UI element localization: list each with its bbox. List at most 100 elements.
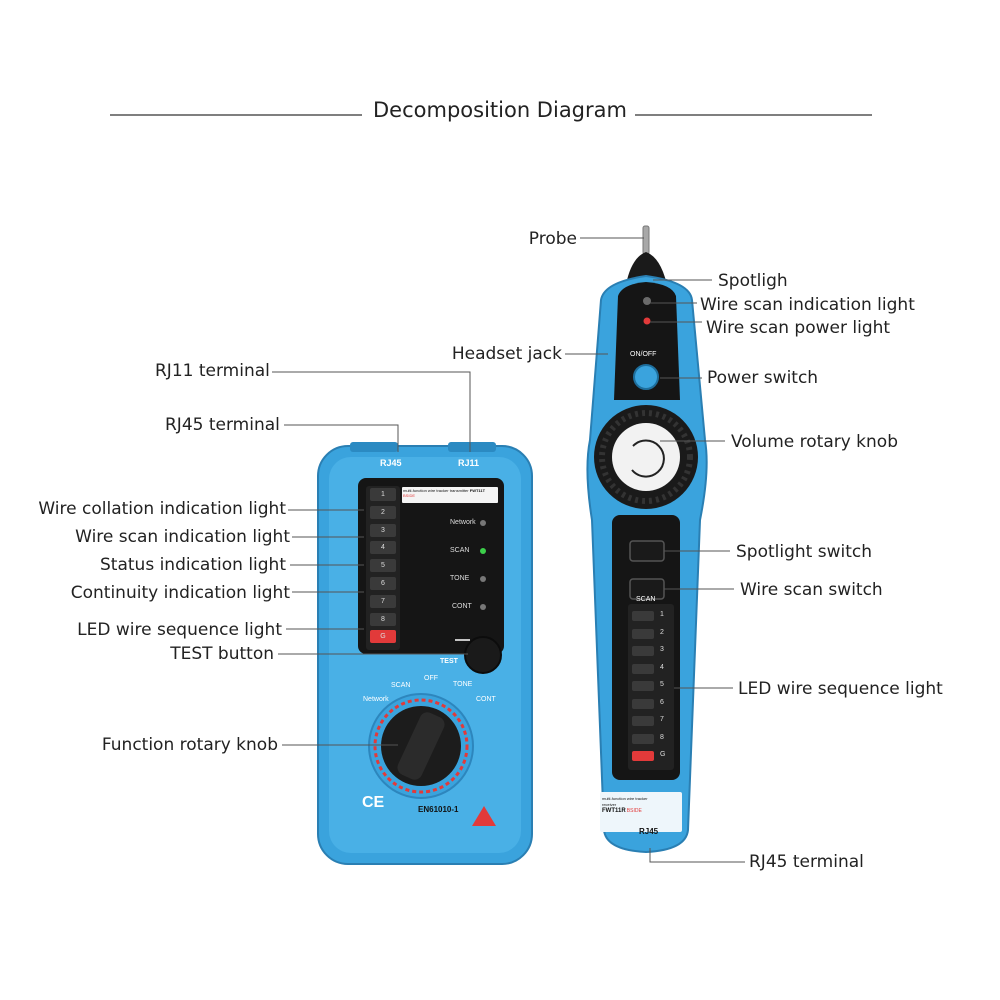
label-wire-scan-light-left: Wire scan indication light	[75, 527, 290, 547]
transmitter-port-rj45: RJ45	[380, 458, 402, 468]
label-wire-scan-switch: Wire scan switch	[740, 580, 883, 600]
label-spotlight-switch: Spotlight switch	[736, 542, 872, 562]
label-rj11-terminal: RJ11 terminal	[155, 361, 270, 381]
dial-label-network: Network	[363, 696, 389, 703]
receiver-led	[632, 628, 654, 639]
receiver-led-label: 1	[660, 611, 664, 618]
transmitter-led-6: 6	[370, 576, 396, 590]
label-volume-knob: Volume rotary knob	[731, 432, 898, 452]
receiver-led-label: 7	[660, 716, 664, 723]
dial-label-tone: TONE	[453, 681, 473, 688]
indicator-label: TONE	[450, 575, 470, 582]
power-switch-shape[interactable]	[633, 364, 659, 390]
label-led-sequence-right: LED wire sequence light	[738, 679, 943, 699]
ce-mark: CE	[362, 794, 385, 811]
label-wire-collation-light: Wire collation indication light	[38, 499, 286, 519]
label-rj45-terminal-left: RJ45 terminal	[165, 415, 280, 435]
receiver-led-row: 7	[632, 713, 672, 731]
transmitter-brand: BSIDE	[403, 493, 416, 498]
transmitter-led-3: 3	[370, 523, 396, 537]
label-wire-scan-light-right: Wire scan indication light	[700, 295, 915, 315]
receiver-panel-text-2: receiver	[602, 802, 617, 807]
indicator-led	[480, 604, 486, 610]
transmitter-led-7: 7	[370, 594, 396, 608]
dial-label-scan: SCAN	[391, 682, 411, 689]
label-spotlight: Spotligh	[718, 271, 788, 291]
receiver-brand: BSIDE	[626, 808, 642, 814]
receiver-led-row: 3	[632, 643, 672, 661]
label-probe: Probe	[528, 229, 577, 249]
receiver-model: FWT11R	[602, 808, 626, 814]
receiver-scan-label: SCAN	[636, 596, 656, 603]
onoff-label: ON/OFF	[630, 351, 657, 358]
right-leader-lines	[565, 237, 745, 863]
receiver-led	[632, 733, 654, 744]
receiver-led-label: 4	[660, 663, 664, 671]
transmitter-indicator-row: TONE	[430, 571, 490, 599]
label-continuity-light: Continuity indication light	[70, 583, 290, 603]
transmitter-panel-text-1: multi-function	[403, 488, 427, 493]
transmitter-model: FWT11T	[469, 488, 486, 493]
receiver-panel-label: multi-function wire tracker receiver FWT…	[602, 796, 680, 814]
label-status-light: Status indication light	[100, 555, 286, 575]
receiver-panel-text-1: multi-function wire tracker	[602, 796, 648, 801]
standard-label: EN61010-1	[418, 805, 459, 814]
receiver-led	[632, 716, 654, 726]
receiver-led-label: 2	[660, 628, 664, 636]
spotlight-switch-shape[interactable]	[629, 540, 665, 562]
label-headset-jack: Headset jack	[451, 344, 562, 364]
indicator-led	[480, 520, 486, 526]
transmitter-led-4: 4	[370, 541, 396, 555]
transmitter-led-2: 2	[370, 505, 396, 519]
receiver-led-row: 6	[632, 696, 672, 714]
indicator-label: SCAN	[450, 547, 470, 554]
label-function-knob: Function rotary knob	[101, 735, 278, 755]
indicator-label: Network	[450, 519, 476, 526]
receiver-led-label: 5	[660, 681, 664, 688]
left-leader-lines	[272, 371, 471, 746]
receiver-led	[632, 698, 654, 709]
dial-label-cont: CONT	[476, 696, 496, 703]
indicator-led	[480, 576, 486, 582]
page-title: Decomposition Diagram	[0, 98, 1000, 122]
transmitter-indicator-row: CONT	[430, 599, 490, 627]
transmitter-led-g: G	[370, 630, 396, 644]
receiver-led-label: 3	[660, 646, 664, 653]
receiver-led-row: 8	[632, 731, 672, 749]
receiver-led	[632, 663, 654, 674]
label-test-button: TEST button	[170, 644, 274, 664]
label-power-switch: Power switch	[707, 368, 819, 388]
label-led-sequence-left: LED wire sequence light	[77, 620, 282, 640]
dial-label-off: OFF	[424, 675, 438, 682]
transmitter-panel-text-2: wire tracker	[427, 488, 449, 493]
indicator-label: CONT	[452, 603, 472, 610]
receiver-led-label: G	[660, 751, 666, 758]
receiver-led-row: 2	[632, 626, 672, 644]
receiver-led-row: G	[632, 748, 672, 766]
transmitter-indicator-row: Network	[430, 515, 490, 543]
label-rj45-terminal-right: RJ45 terminal	[749, 852, 864, 872]
transmitter-led-5: 5	[370, 559, 396, 573]
transmitter-led-1: 1	[370, 488, 396, 501]
transmitter-port-rj11: RJ11	[458, 458, 480, 468]
test-label: TEST	[440, 658, 458, 665]
receiver-led	[632, 681, 654, 691]
label-wire-scan-power-light: Wire scan power light	[706, 318, 891, 338]
receiver-led	[632, 611, 654, 621]
test-button-shape[interactable]	[464, 636, 502, 674]
receiver-led	[632, 646, 654, 656]
transmitter-device	[317, 442, 533, 865]
receiver-led-label: 8	[660, 733, 664, 741]
receiver-led-row: 5	[632, 678, 672, 696]
transmitter-led-8: 8	[370, 612, 396, 626]
receiver-led-label: 6	[660, 698, 664, 706]
indicator-led	[480, 548, 486, 554]
receiver-led	[632, 751, 654, 761]
receiver-port-rj45: RJ45	[639, 827, 659, 836]
receiver-led-row: 1	[632, 608, 672, 626]
receiver-led-row: 4	[632, 661, 672, 679]
transmitter-indicator-row: SCAN	[430, 543, 490, 571]
